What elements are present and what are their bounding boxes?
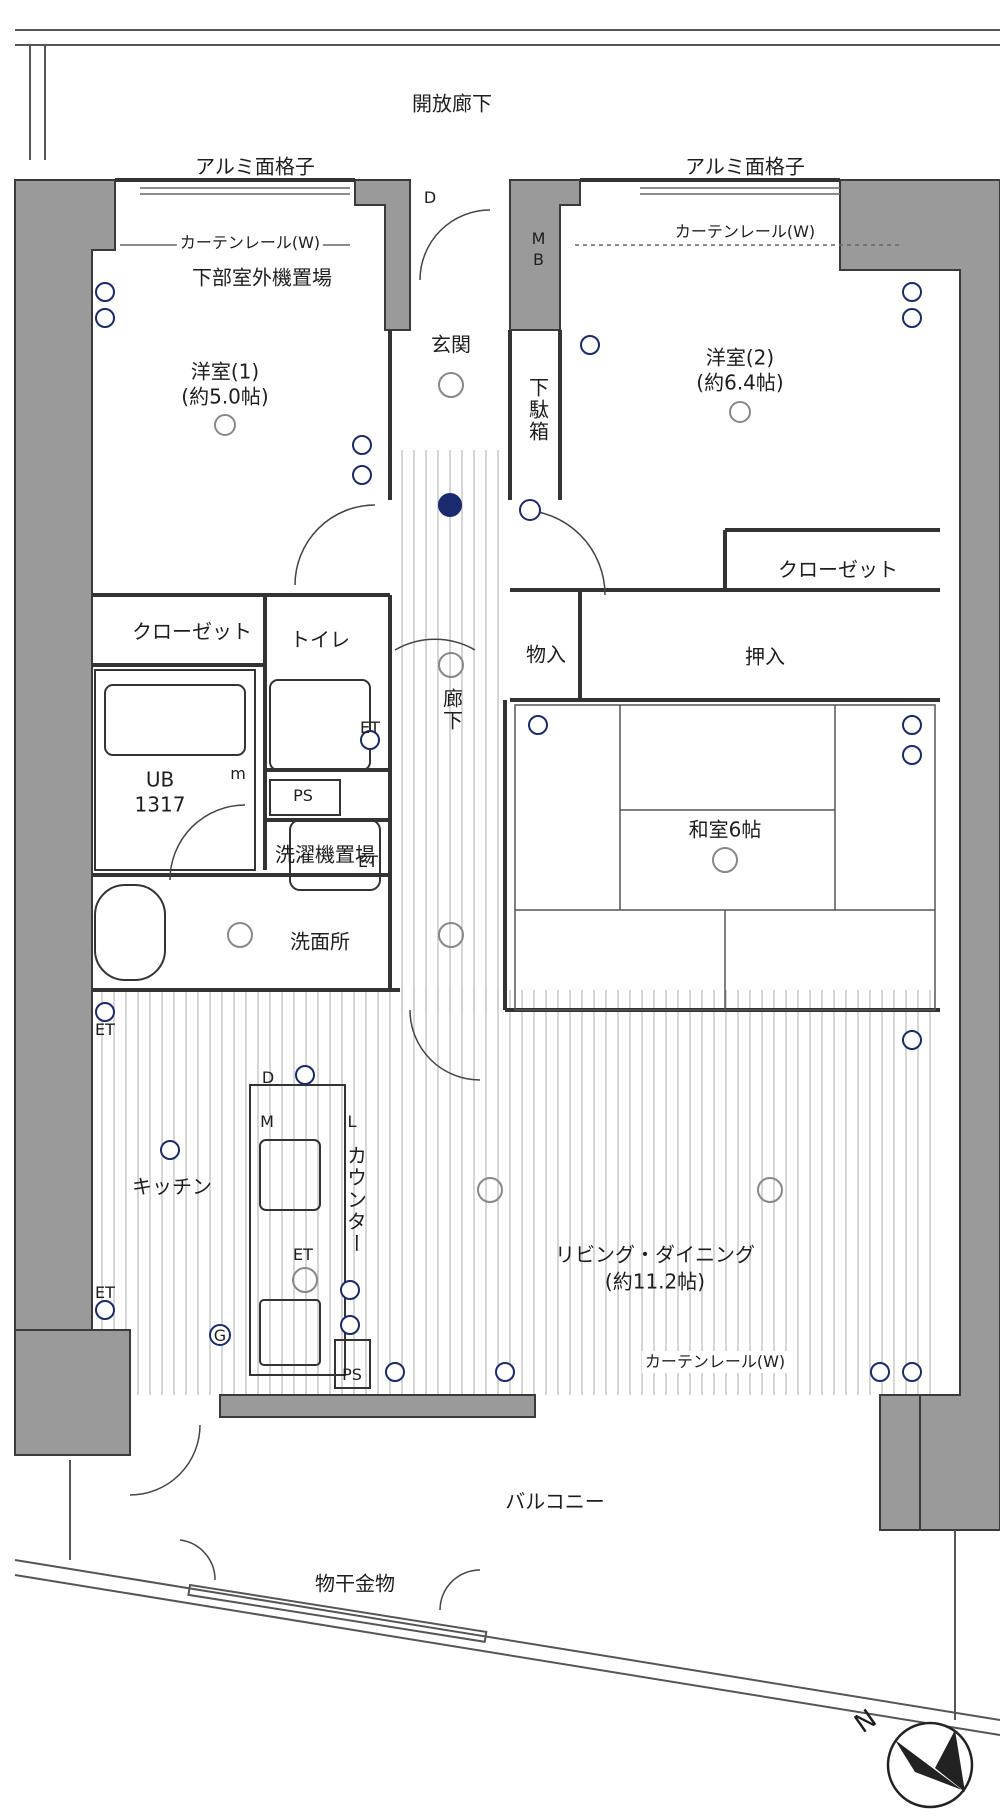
g-symbol-label: G xyxy=(213,1326,227,1345)
toilet-label: トイレ xyxy=(290,627,350,652)
ps-lower-label: PS xyxy=(342,1365,362,1384)
living-name: リビング・ダイニング xyxy=(555,1242,755,1267)
wood-flooring xyxy=(90,450,935,1395)
ub-size: 1317 xyxy=(134,792,186,817)
drying-rack-label: 物干金物 xyxy=(315,1571,395,1596)
curtain-rail-lower-label: カーテンレール(W) xyxy=(641,1351,789,1373)
kitchen-label: キッチン xyxy=(132,1174,212,1199)
curtain-rail-left-label: カーテンレール(W) xyxy=(176,232,324,254)
structural-walls xyxy=(14,179,1000,1531)
room1-size: (約5.0帖) xyxy=(181,384,269,409)
open-corridor-edge xyxy=(15,29,1000,160)
balcony-label: バルコニー xyxy=(505,1489,605,1514)
storage-label: 物入 xyxy=(526,642,566,667)
open-corridor-label: 開放廊下 xyxy=(412,91,492,116)
et-kitchen-mid: ET xyxy=(293,1245,313,1264)
north-arrow xyxy=(886,1721,974,1809)
washitsu-label: 和室6帖 xyxy=(688,817,762,842)
closet-left-label: クローゼット xyxy=(129,618,255,646)
living-size: (約11.2帖) xyxy=(604,1269,706,1294)
tatami-grid xyxy=(514,704,936,1011)
outdoor-unit-label: 下部室外機置場 xyxy=(192,265,332,290)
hallway-label: 廊下 xyxy=(439,688,464,732)
l-kitchen-label: L xyxy=(347,1112,357,1131)
et-laundry-label: ET xyxy=(358,852,378,871)
mb-label: MB xyxy=(529,229,548,271)
grille-right-label: アルミ面格子 xyxy=(685,154,805,179)
shoe-box-label: 下駄箱 xyxy=(525,377,550,443)
et-kitchen-low: ET xyxy=(95,1283,115,1302)
room1-name: 洋室(1) xyxy=(190,359,260,384)
d-kitchen-label: D xyxy=(261,1068,275,1087)
door-d-top: D xyxy=(423,188,437,207)
ub-label: UB xyxy=(145,767,175,792)
et-toilet-label: ET xyxy=(360,718,380,737)
m-kitchen-label: M xyxy=(260,1112,274,1131)
ps-upper-label: PS xyxy=(293,786,313,805)
room2-size: (約6.4帖) xyxy=(696,370,784,395)
closet-right-label: クローゼット xyxy=(775,556,901,584)
et-kitchen-top: ET xyxy=(95,1020,115,1039)
oshiire-label: 押入 xyxy=(745,644,785,669)
laundry-label: 洗濯機置場 xyxy=(275,842,375,867)
room2-name: 洋室(2) xyxy=(705,345,775,370)
washroom-label: 洗面所 xyxy=(290,929,350,954)
grille-left-label: アルミ面格子 xyxy=(195,154,315,179)
bathroom-fixtures xyxy=(94,669,381,1389)
entrance-label: 玄関 xyxy=(431,332,471,357)
light-fixtures xyxy=(214,372,783,1293)
counter-label: カウンター xyxy=(343,1145,368,1255)
balcony-outline xyxy=(14,1460,1000,1736)
m-small-label: m xyxy=(230,764,246,783)
electrical-symbols xyxy=(95,282,922,1382)
curtain-rail-right-label: カーテンレール(W) xyxy=(671,221,819,243)
